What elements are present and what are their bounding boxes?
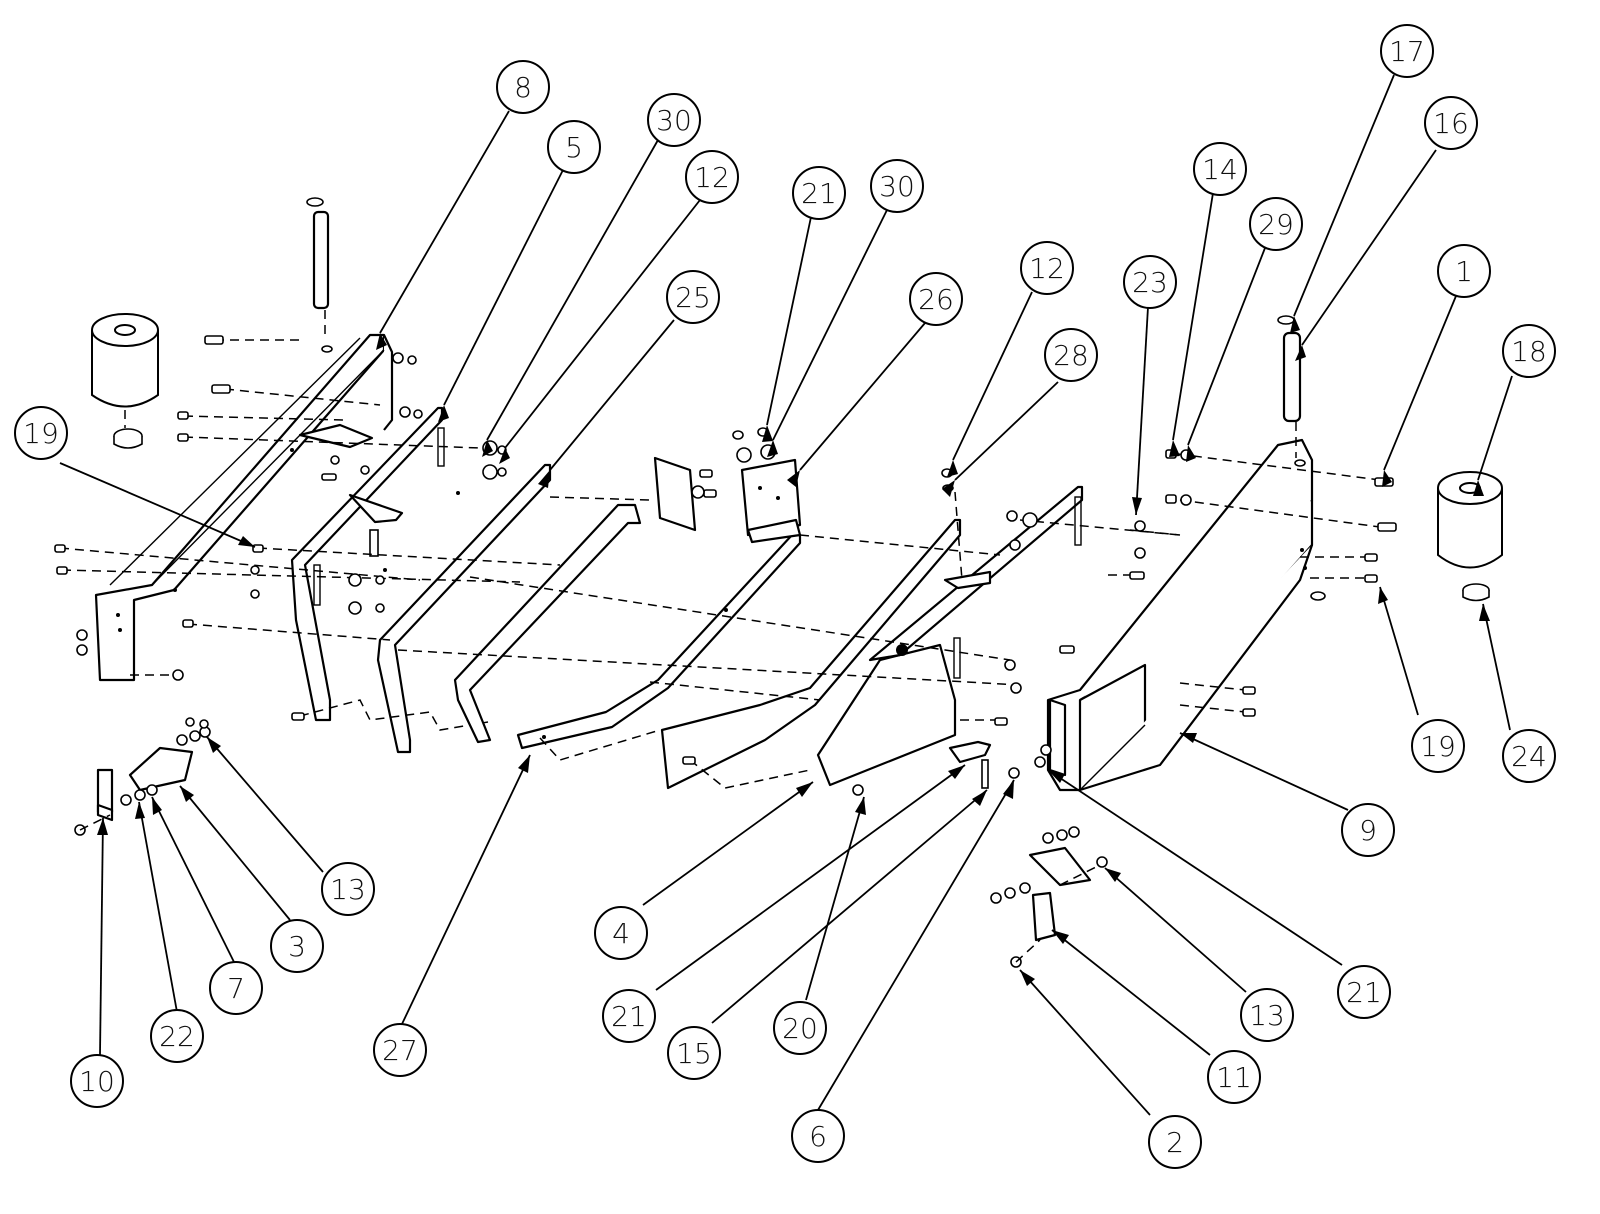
pin-left [306,197,330,340]
item-balloon-b-19a [14,406,68,460]
item-balloons [14,24,1556,1169]
item-number-b-12a: 12 [694,161,730,194]
item-balloon-b-23 [1123,255,1177,309]
spring-bar-27 [453,503,802,750]
item-balloon-b-1 [1437,244,1491,298]
item-balloon-b-12b [1020,241,1074,295]
channel-frame-right [1034,438,1326,792]
item-balloon-b-30b [870,159,924,213]
lower-left-bracket [74,717,211,836]
item-number-b-17: 17 [1389,35,1425,68]
channel-4 [660,485,1084,790]
item-number-b-2: 2 [1166,1126,1184,1159]
item-balloon-b-2 [1148,1115,1202,1169]
item-balloon-b-21a [792,166,846,220]
item-number-b-19b: 19 [1420,730,1456,763]
item-balloon-b-11 [1207,1050,1261,1104]
item-number-b-5: 5 [565,131,583,164]
item-balloon-b-8 [496,60,550,114]
item-number-b-15: 15 [676,1037,712,1070]
item-balloon-b-9 [1341,803,1395,857]
item-number-b-18: 18 [1511,335,1547,368]
item-number-b-24: 24 [1511,740,1547,773]
item-balloon-b-19b [1411,719,1465,773]
center-hardware-lines [397,496,1181,789]
item-number-b-8: 8 [514,71,532,104]
item-balloon-b-22 [150,1009,204,1063]
item-balloon-b-30a [647,93,701,147]
item-balloon-b-25 [666,270,720,324]
item-balloon-b-27 [373,1023,427,1077]
item-number-b-1: 1 [1455,255,1473,288]
item-number-b-11: 11 [1216,1061,1252,1094]
item-number-b-21b: 21 [1346,976,1382,1009]
plate-square [653,456,717,532]
leader-lines [59,74,1513,1116]
right-bolts [1134,449,1397,717]
item-balloon-b-13b [1240,988,1294,1042]
item-number-b-12b: 12 [1029,252,1065,285]
item-balloon-b-4 [594,906,648,960]
item-number-b-7: 7 [227,972,245,1005]
right-roller-assembly [1034,315,1503,792]
item-number-b-13a: 13 [330,873,366,906]
left-bolts [54,335,507,721]
item-balloon-b-26 [909,272,963,326]
item-number-b-21c: 21 [611,1000,647,1033]
roller-right [1437,471,1503,602]
item-balloon-b-10 [70,1054,124,1108]
item-number-b-27: 27 [382,1034,418,1067]
item-balloon-b-29 [1249,197,1303,251]
item-number-b-30b: 30 [879,170,915,203]
item-balloon-b-7 [209,961,263,1015]
item-balloon-b-21b [1337,965,1391,1019]
roller-left [91,313,159,449]
item-number-b-28: 28 [1053,339,1089,372]
channel-frame-left [94,333,394,682]
item-number-b-23: 23 [1132,266,1168,299]
side-panel-5 [290,406,444,722]
item-balloon-b-15 [667,1026,721,1080]
item-number-b-13b: 13 [1249,999,1285,1032]
leader-arrowheads [97,316,1490,986]
item-balloon-b-3 [270,919,324,973]
item-number-b-29: 29 [1258,208,1294,241]
item-balloon-b-6 [791,1109,845,1163]
item-number-b-9: 9 [1359,814,1377,847]
item-number-b-22: 22 [159,1020,195,1053]
plate-26 [740,458,802,544]
item-balloon-b-21c [602,989,656,1043]
item-balloon-b-20 [773,1001,827,1055]
center-assembly [397,427,1181,796]
item-number-b-16: 16 [1433,107,1469,140]
item-balloon-b-14 [1193,142,1247,196]
item-balloon-b-24 [1502,729,1556,783]
item-balloon-b-17 [1380,24,1434,78]
lower-right-bracket [990,826,1108,968]
item-number-b-10: 10 [79,1065,115,1098]
item-balloon-b-16 [1424,96,1478,150]
item-number-b-6: 6 [809,1120,827,1153]
left-roller-assembly [54,197,561,754]
left-hardware-lines [59,339,561,731]
pin-right [1277,315,1302,458]
item-balloon-b-12a [685,150,739,204]
item-balloon-b-28 [1044,328,1098,382]
item-number-b-21a: 21 [801,177,837,210]
mid-brackets [298,423,404,557]
item-balloon-b-18 [1502,324,1556,378]
item-number-b-19a: 19 [23,417,59,450]
item-number-b-25: 25 [675,281,711,314]
item-number-b-14: 14 [1202,153,1238,186]
item-number-b-26: 26 [918,283,954,316]
item-number-b-30a: 30 [656,104,692,137]
side-panel-25 [376,427,552,754]
item-number-b-3: 3 [288,930,306,963]
item-number-b-4: 4 [612,917,630,950]
item-balloon-b-5 [547,120,601,174]
item-number-b-20: 20 [782,1012,818,1045]
item-balloon-b-13a [321,862,375,916]
